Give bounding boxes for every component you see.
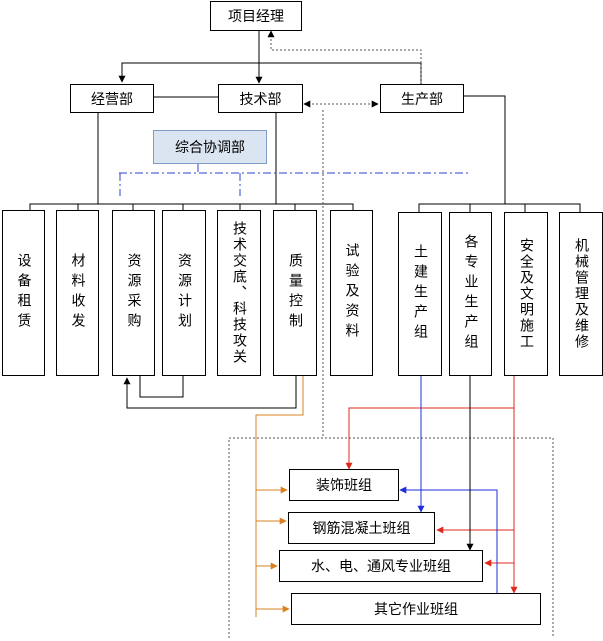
resource-purchasing-box: 资源采购 — [112, 210, 155, 376]
production-to-business-arrow — [118, 62, 422, 84]
dashed-connectors — [228, 30, 554, 638]
rebar-concrete-team-box: 钢筋混凝土班组 — [288, 512, 435, 544]
trade-production-box: 各专业生产组 — [449, 212, 492, 376]
resource-planning-box: 资源计划 — [162, 210, 206, 376]
production-to-manager-dashed — [267, 30, 422, 83]
business-dept-box: 经营部 — [70, 84, 154, 113]
production-down-link — [464, 95, 506, 204]
blue-arrows — [399, 376, 498, 593]
safety-civilized-box: 安全及文明施工 — [504, 212, 548, 376]
teams-boundary-dashed — [228, 437, 554, 638]
technical-dept-box: 技术部 — [218, 84, 303, 113]
coordination-line — [119, 164, 468, 196]
testing-documents-box: 试验及资料 — [330, 210, 373, 376]
mep-team-box: 水、电、通风专业班组 — [279, 550, 483, 582]
other-team-box: 其它作业班组 — [291, 593, 541, 625]
civil-production-box: 土建生产组 — [398, 212, 442, 376]
quality-to-purchasing-arrow — [123, 376, 297, 409]
equipment-rental-box: 设备租赁 — [2, 210, 45, 376]
tech-briefing-box: 技术交底、科技攻关 — [217, 210, 261, 376]
planning-purchasing-link — [139, 376, 184, 398]
production-dept-box: 生产部 — [380, 84, 464, 113]
project-manager-box: 项目经理 — [210, 1, 302, 31]
orange-arrows — [255, 376, 304, 617]
machinery-maintenance-box: 机械管理及维修 — [559, 212, 603, 376]
quality-control-box: 质量控制 — [273, 210, 317, 376]
material-receiving-box: 材料收发 — [56, 210, 99, 376]
coordination-dept-box: 综合协调部 — [153, 130, 267, 164]
left-bus — [29, 203, 354, 210]
right-bus — [418, 203, 581, 212]
red-arrows — [345, 376, 518, 594]
decoration-team-box: 装饰班组 — [289, 469, 399, 501]
